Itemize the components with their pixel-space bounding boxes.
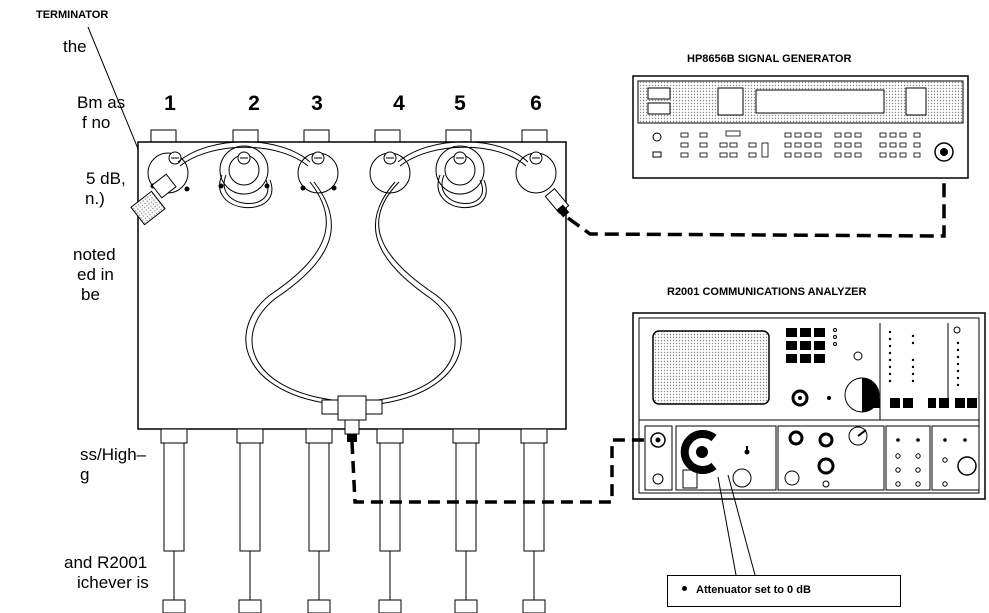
- port-coupler-6: [515, 151, 557, 194]
- combiner-chassis: [137, 129, 567, 430]
- left-text-11: and R2001: [64, 553, 148, 572]
- left-text-6: noted: [73, 245, 116, 264]
- cavity-resonators: [160, 428, 548, 613]
- analyzer-title: R2001 COMMUNICATIONS ANALYZER: [667, 286, 867, 298]
- bullet-icon: [682, 586, 687, 591]
- port-coupler-3: [297, 151, 339, 194]
- port-number-3: 3: [311, 92, 323, 115]
- left-text-5: n.): [85, 189, 105, 208]
- left-text-10: g: [80, 465, 90, 484]
- left-text-1: the: [63, 37, 87, 56]
- port-coupler-5: [435, 145, 485, 195]
- port-coupler-4: [369, 151, 411, 194]
- communications-analyzer: [632, 312, 986, 500]
- signal-generator-title: HP8656B SIGNAL GENERATOR: [687, 53, 852, 65]
- port-coupler-2: [218, 145, 270, 195]
- left-text-2: Bm as: [77, 93, 126, 112]
- left-text-8: be: [81, 285, 100, 304]
- terminator: [130, 173, 177, 226]
- sig-gen-cable: [544, 158, 946, 238]
- signal-generator: [632, 75, 969, 179]
- central-junction: [321, 395, 383, 442]
- left-text-7: ed in: [77, 265, 114, 284]
- port-number-5: 5: [454, 92, 466, 115]
- left-text-4: 5 dB,: [86, 169, 126, 188]
- cables: [177, 141, 529, 406]
- left-text-3: f no: [82, 113, 111, 132]
- port-number-2: 2: [248, 92, 260, 115]
- left-text-9: ss/High–: [80, 445, 147, 464]
- terminator-label: TERMINATOR: [36, 9, 109, 21]
- port-number-6: 6: [530, 92, 542, 115]
- attenuator-note: Attenuator set to 0 dB: [696, 584, 811, 596]
- port-number-1: 1: [164, 92, 176, 115]
- attenuator-leader: [717, 474, 756, 576]
- attenuator-callout: Attenuator set to 0 dB: [667, 575, 901, 607]
- port-number-4: 4: [393, 92, 405, 115]
- analyzer-cable: [350, 438, 648, 504]
- left-text-12: ichever is: [77, 573, 149, 592]
